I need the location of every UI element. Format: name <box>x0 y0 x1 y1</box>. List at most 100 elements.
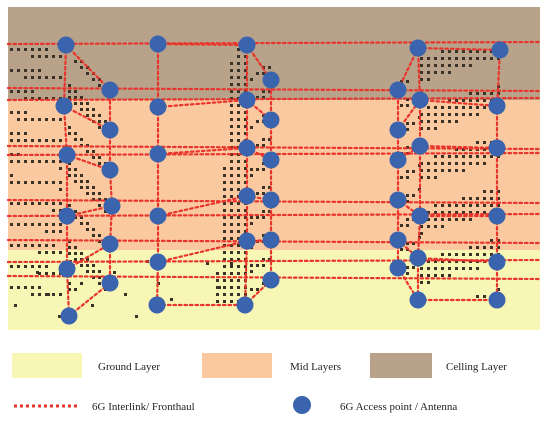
window-dot <box>86 102 89 105</box>
window-dot <box>31 76 34 79</box>
window-dot <box>24 97 27 100</box>
window-dot <box>268 90 271 93</box>
window-dot <box>483 148 486 151</box>
window-dot <box>38 244 41 247</box>
window-dot <box>476 99 479 102</box>
ceiling-layer-swatch <box>370 353 432 378</box>
window-dot <box>92 186 95 189</box>
access-point-icon <box>262 151 280 169</box>
window-dot <box>406 200 409 203</box>
access-point-icon <box>491 41 509 59</box>
window-dot <box>237 216 240 219</box>
window-dot <box>216 279 219 282</box>
window-dot <box>476 106 479 109</box>
window-dot <box>104 210 107 213</box>
window-dot <box>455 267 458 270</box>
window-dot <box>455 113 458 116</box>
window-dot <box>80 186 83 189</box>
window-dot <box>406 176 409 179</box>
window-dot <box>59 55 62 58</box>
window-dot <box>406 194 409 197</box>
window-dot <box>420 225 423 228</box>
ground-layer-band <box>8 250 540 330</box>
window-dot <box>10 181 13 184</box>
window-dot <box>441 225 444 228</box>
window-dot <box>223 293 226 296</box>
window-dot <box>86 222 89 225</box>
window-dot <box>98 156 101 159</box>
window-dot <box>230 160 233 163</box>
interlink-segment <box>6 96 542 102</box>
window-dot <box>230 174 233 177</box>
window-dot <box>455 99 458 102</box>
window-dot <box>10 286 13 289</box>
window-dot <box>17 265 20 268</box>
window-dot <box>86 192 89 195</box>
window-dot <box>38 97 41 100</box>
window-dot <box>223 265 226 268</box>
window-dot <box>68 282 71 285</box>
window-dot <box>262 72 265 75</box>
window-dot <box>223 195 226 198</box>
window-dot <box>237 174 240 177</box>
window-dot <box>80 180 83 183</box>
window-dot <box>17 160 20 163</box>
window-dot <box>52 293 55 296</box>
window-dot <box>45 251 48 254</box>
window-dot <box>427 211 430 214</box>
window-dot <box>230 279 233 282</box>
window-dot <box>237 160 240 163</box>
access-point-label: 6G Access point / Antenna <box>340 401 457 413</box>
window-dot <box>497 246 500 249</box>
window-dot <box>52 76 55 79</box>
access-point-icon <box>411 207 429 225</box>
window-dot <box>244 216 247 219</box>
access-point-icon <box>58 207 76 225</box>
window-dot <box>490 246 493 249</box>
window-dot <box>86 258 89 261</box>
window-dot <box>406 242 409 245</box>
window-dot <box>74 288 77 291</box>
window-dot <box>244 174 247 177</box>
window-dot <box>24 132 27 135</box>
window-dot <box>400 248 403 251</box>
interlink-segment <box>416 46 422 102</box>
window-dot <box>80 216 83 219</box>
window-dot <box>59 223 62 226</box>
window-dot <box>17 181 20 184</box>
window-dot <box>31 90 34 93</box>
window-dot <box>230 90 233 93</box>
window-dot <box>74 216 77 219</box>
window-dot <box>469 57 472 60</box>
window-dot <box>10 244 13 247</box>
window-dot <box>244 90 247 93</box>
window-dot <box>406 266 409 269</box>
window-dot <box>92 78 95 81</box>
window-dot <box>237 286 240 289</box>
window-dot <box>262 96 265 99</box>
interlink-segment <box>418 98 499 108</box>
window-dot <box>412 122 415 125</box>
access-point-icon <box>262 271 280 289</box>
window-dot <box>230 132 233 135</box>
window-dot <box>244 251 247 254</box>
window-dot <box>455 120 458 123</box>
window-dot <box>244 181 247 184</box>
window-dot <box>223 174 226 177</box>
window-dot <box>250 168 253 171</box>
window-dot <box>17 48 20 51</box>
window-dot <box>45 48 48 51</box>
window-dot <box>448 274 451 277</box>
window-dot <box>10 90 13 93</box>
window-dot <box>31 181 34 184</box>
window-dot <box>17 286 20 289</box>
window-dot <box>244 83 247 86</box>
window-dot <box>58 315 61 318</box>
window-dot <box>80 282 83 285</box>
window-dot <box>244 125 247 128</box>
window-dot <box>262 114 265 117</box>
window-dot <box>441 267 444 270</box>
window-dot <box>262 138 265 141</box>
window-dot <box>14 304 17 307</box>
window-dot <box>10 174 13 177</box>
